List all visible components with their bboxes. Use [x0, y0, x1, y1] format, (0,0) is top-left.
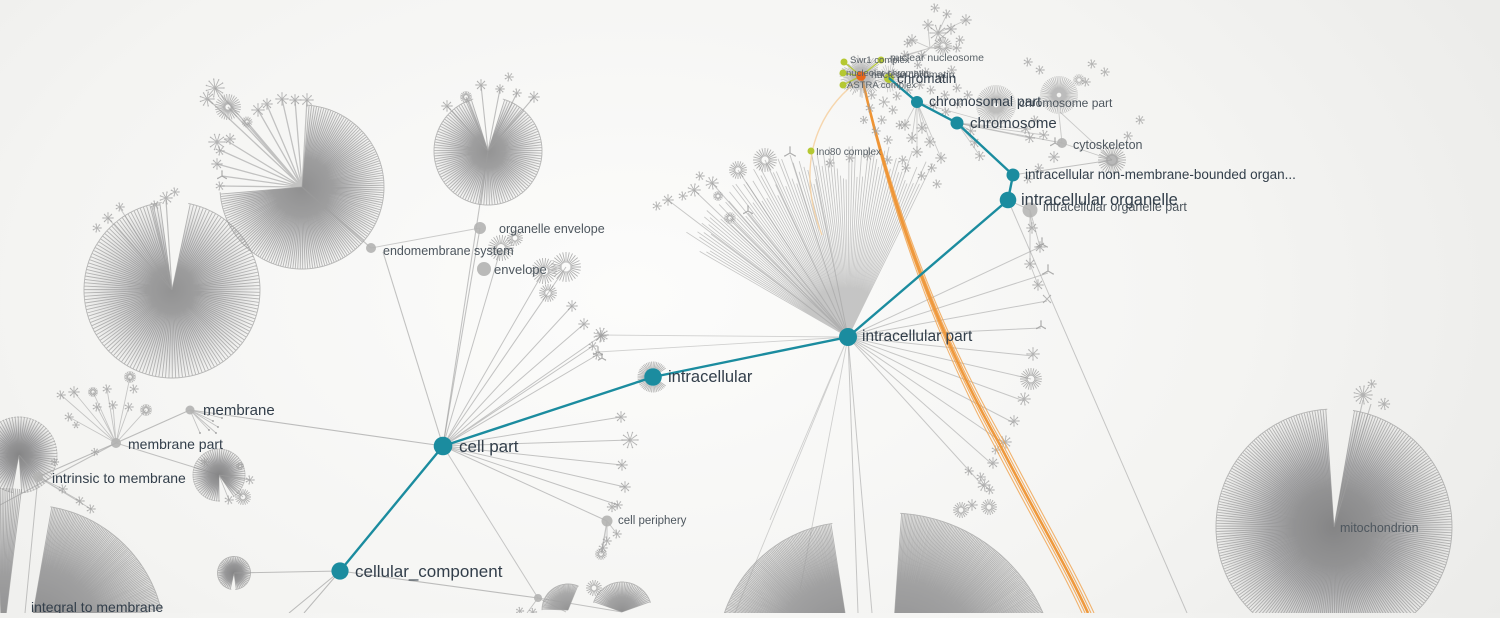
- svg-text:Ino80 complex: Ino80 complex: [816, 147, 881, 158]
- svg-text:intracellular organelle: intracellular organelle: [1021, 191, 1178, 209]
- svg-text:membrane: membrane: [203, 402, 275, 419]
- svg-text:integral to membrane: integral to membrane: [31, 599, 164, 613]
- svg-text:mitochondrion: mitochondrion: [1340, 521, 1419, 535]
- svg-text:envelope: envelope: [494, 262, 547, 277]
- svg-text:membrane part: membrane part: [128, 436, 223, 452]
- svg-text:cellular_component: cellular_component: [355, 562, 503, 581]
- svg-text:organelle envelope: organelle envelope: [499, 222, 605, 236]
- svg-text:endomembrane system: endomembrane system: [383, 244, 514, 258]
- svg-text:intracellular: intracellular: [668, 368, 753, 386]
- svg-text:intracellular non-membrane-bou: intracellular non-membrane-bounded organ…: [1025, 167, 1296, 182]
- svg-text:intrinsic to membrane: intrinsic to membrane: [52, 470, 186, 486]
- svg-text:cell part: cell part: [459, 437, 519, 456]
- svg-text:chromosomal part: chromosomal part: [929, 93, 1041, 109]
- svg-text:chromosome: chromosome: [970, 115, 1057, 132]
- svg-text:cytoskeleton: cytoskeleton: [1073, 138, 1143, 152]
- svg-text:chromatin: chromatin: [897, 71, 956, 86]
- svg-text:nuclear nucleosome: nuclear nucleosome: [890, 52, 984, 64]
- svg-text:cell periphery: cell periphery: [618, 515, 687, 527]
- svg-text:intracellular part: intracellular part: [862, 328, 973, 345]
